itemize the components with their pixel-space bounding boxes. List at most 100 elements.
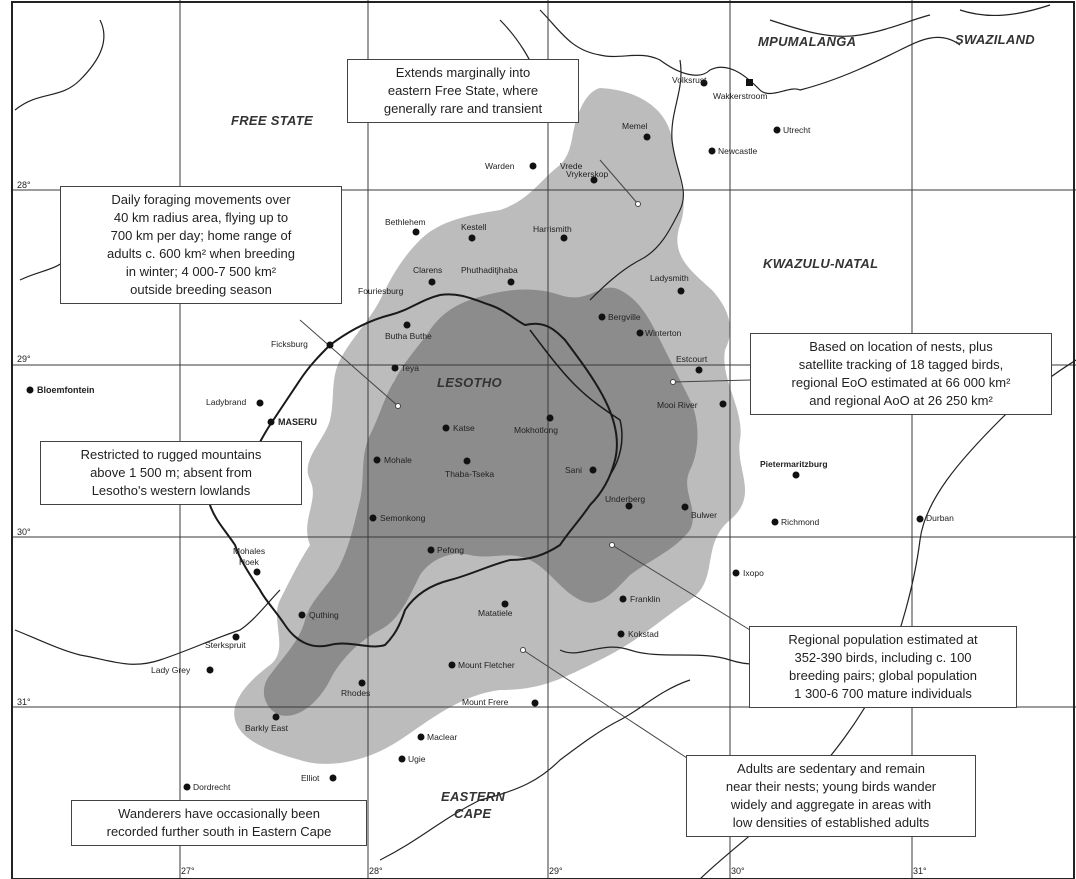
callout-line: outside breeding season (130, 282, 272, 297)
town-label: Elliot (301, 773, 320, 783)
longitude-label: 30° (731, 866, 745, 876)
callout-mountains: Restricted to rugged mountains above 1 5… (40, 441, 302, 505)
town-label: Bloemfontein (37, 385, 95, 395)
longitude-label: 29° (549, 866, 563, 876)
town-label: Estcourt (676, 354, 708, 364)
town-label: Mohale (384, 455, 412, 465)
region-label-swaziland: SWAZILAND (955, 32, 1035, 47)
callout-line: generally rare and transient (383, 101, 543, 116)
callout-line: 40 km radius area, flying up to (113, 210, 289, 225)
town-label: Mohales (233, 546, 266, 556)
region-label-free-state: FREE STATE (231, 113, 313, 128)
callout-line: widely and aggregate in areas with (730, 797, 932, 812)
longitude-label: 31° (913, 866, 927, 876)
town-label: Mount Fletcher (458, 660, 515, 670)
river-line (529, 329, 623, 476)
callout-line: near their nests; young birds wander (725, 779, 937, 794)
capital-label: MASERU (278, 417, 318, 427)
callout-foraging: Daily foraging movements over 40 km radi… (60, 186, 342, 304)
town-label: Bergville (608, 312, 641, 322)
town-label: Fouriesburg (358, 286, 404, 296)
callout-wanderers: Wanderers have occasionally been recorde… (71, 800, 367, 846)
callout-line: recorded further south in Eastern Cape (106, 824, 332, 839)
town-label: Harrismith (533, 224, 572, 234)
latitude-label: 28° (17, 180, 31, 190)
town-label: Mooi River (657, 400, 698, 410)
callout-line: 700 km per day; home range of (110, 228, 292, 243)
longitude-label: 28° (369, 866, 383, 876)
region-label-kwazulu-natal: KWAZULU-NATAL (763, 256, 879, 271)
town-label: Thaba-Tseka (445, 469, 495, 479)
town-label: Warden (485, 161, 515, 171)
town-label: Quthing (309, 610, 339, 620)
region-label-eastern: EASTERN (441, 789, 506, 804)
town-label: Hoek (239, 557, 259, 567)
callout-line: Lesotho's western lowlands (91, 483, 251, 498)
callout-population: Regional population estimated at 352-390… (749, 626, 1017, 708)
callout-line: Regional population estimated at (788, 632, 978, 647)
town-label: Butha Buthe (385, 331, 432, 341)
callout-line: Restricted to rugged mountains (80, 447, 262, 462)
town-label: Franklin (630, 594, 661, 604)
town-label: Katse (453, 423, 475, 433)
town-label: Rhodes (341, 688, 371, 698)
callout-line: satellite tracking of 18 tagged birds, (798, 357, 1004, 372)
town-label: Volksrust (672, 75, 707, 85)
town-label: Phuthaditjhaba (461, 265, 518, 275)
town-label: Mokhotlong (514, 425, 558, 435)
town-label: Dordrecht (193, 782, 231, 792)
town-label: Pefong (437, 545, 464, 555)
callout-line: Adults are sedentary and remain (737, 761, 925, 776)
town-label: Winterton (645, 328, 682, 338)
callout-line: Based on location of nests, plus (809, 339, 993, 354)
town-label: Sani (565, 465, 583, 475)
town-label: Matatiele (478, 608, 513, 618)
town-label: Bethlehem (385, 217, 426, 227)
map-frame (11, 1, 1075, 879)
callout-line: adults c. 600 km² when breeding (107, 246, 295, 261)
town-label: Vrykerskop (566, 169, 609, 179)
town-label: Lady Grey (151, 665, 191, 675)
town-label: Semonkong (380, 513, 426, 523)
town-label: Teya (401, 363, 419, 373)
town-label: Ugie (408, 754, 426, 764)
latitude-label: 30° (17, 527, 31, 537)
town-label: Clarens (413, 265, 443, 275)
callout-line: above 1 500 m; absent from (90, 465, 252, 480)
town-markers (26, 79, 924, 791)
callout-line: and regional AoO at 26 250 km² (809, 393, 993, 408)
town-label: Sterkspruit (205, 640, 246, 650)
callout-line: eastern Free State, where (387, 83, 539, 98)
callout-line: Daily foraging movements over (111, 192, 291, 207)
town-label: Kokstad (628, 629, 659, 639)
latitude-label: 31° (17, 697, 31, 707)
town-label: Pietermaritzburg (760, 459, 828, 469)
range-dark-area (263, 287, 698, 716)
town-label: Kestell (461, 222, 487, 232)
town-label: Vrede (560, 161, 583, 171)
town-label: Ficksburg (271, 339, 308, 349)
callout-line: breeding pairs; global population (789, 668, 977, 683)
callout-line: Wanderers have occasionally been (118, 806, 320, 821)
town-label: Maclear (427, 732, 458, 742)
callout-line: Extends marginally into (395, 65, 531, 80)
region-label-cape: CAPE (454, 806, 492, 821)
longitude-label: 27° (181, 866, 195, 876)
callout-line: 352-390 birds, including c. 100 (794, 650, 972, 665)
callout-line: in winter; 4 000-7 500 km² (125, 264, 277, 279)
town-label: Memel (622, 121, 648, 131)
callout-line: regional EoO estimated at 66 000 km² (791, 375, 1011, 390)
town-label: Ladysmith (650, 273, 689, 283)
boundaries (14, 4, 1076, 879)
callout-eoo: Based on location of nests, plus satelli… (750, 333, 1052, 415)
town-label: Richmond (781, 517, 820, 527)
town-label: Wakkerstroom (713, 91, 768, 101)
callout-line: 1 300-6 700 mature individuals (794, 686, 972, 701)
callout-free-state: Extends marginally into eastern Free Sta… (347, 59, 579, 123)
callout-adults: Adults are sedentary and remain near the… (686, 755, 976, 837)
callout-line: low densities of established adults (732, 815, 930, 830)
town-label: Barkly East (245, 723, 288, 733)
town-label: Ladybrand (206, 397, 247, 407)
callout-leaders (299, 159, 751, 761)
region-label-lesotho: LESOTHO (437, 375, 502, 390)
